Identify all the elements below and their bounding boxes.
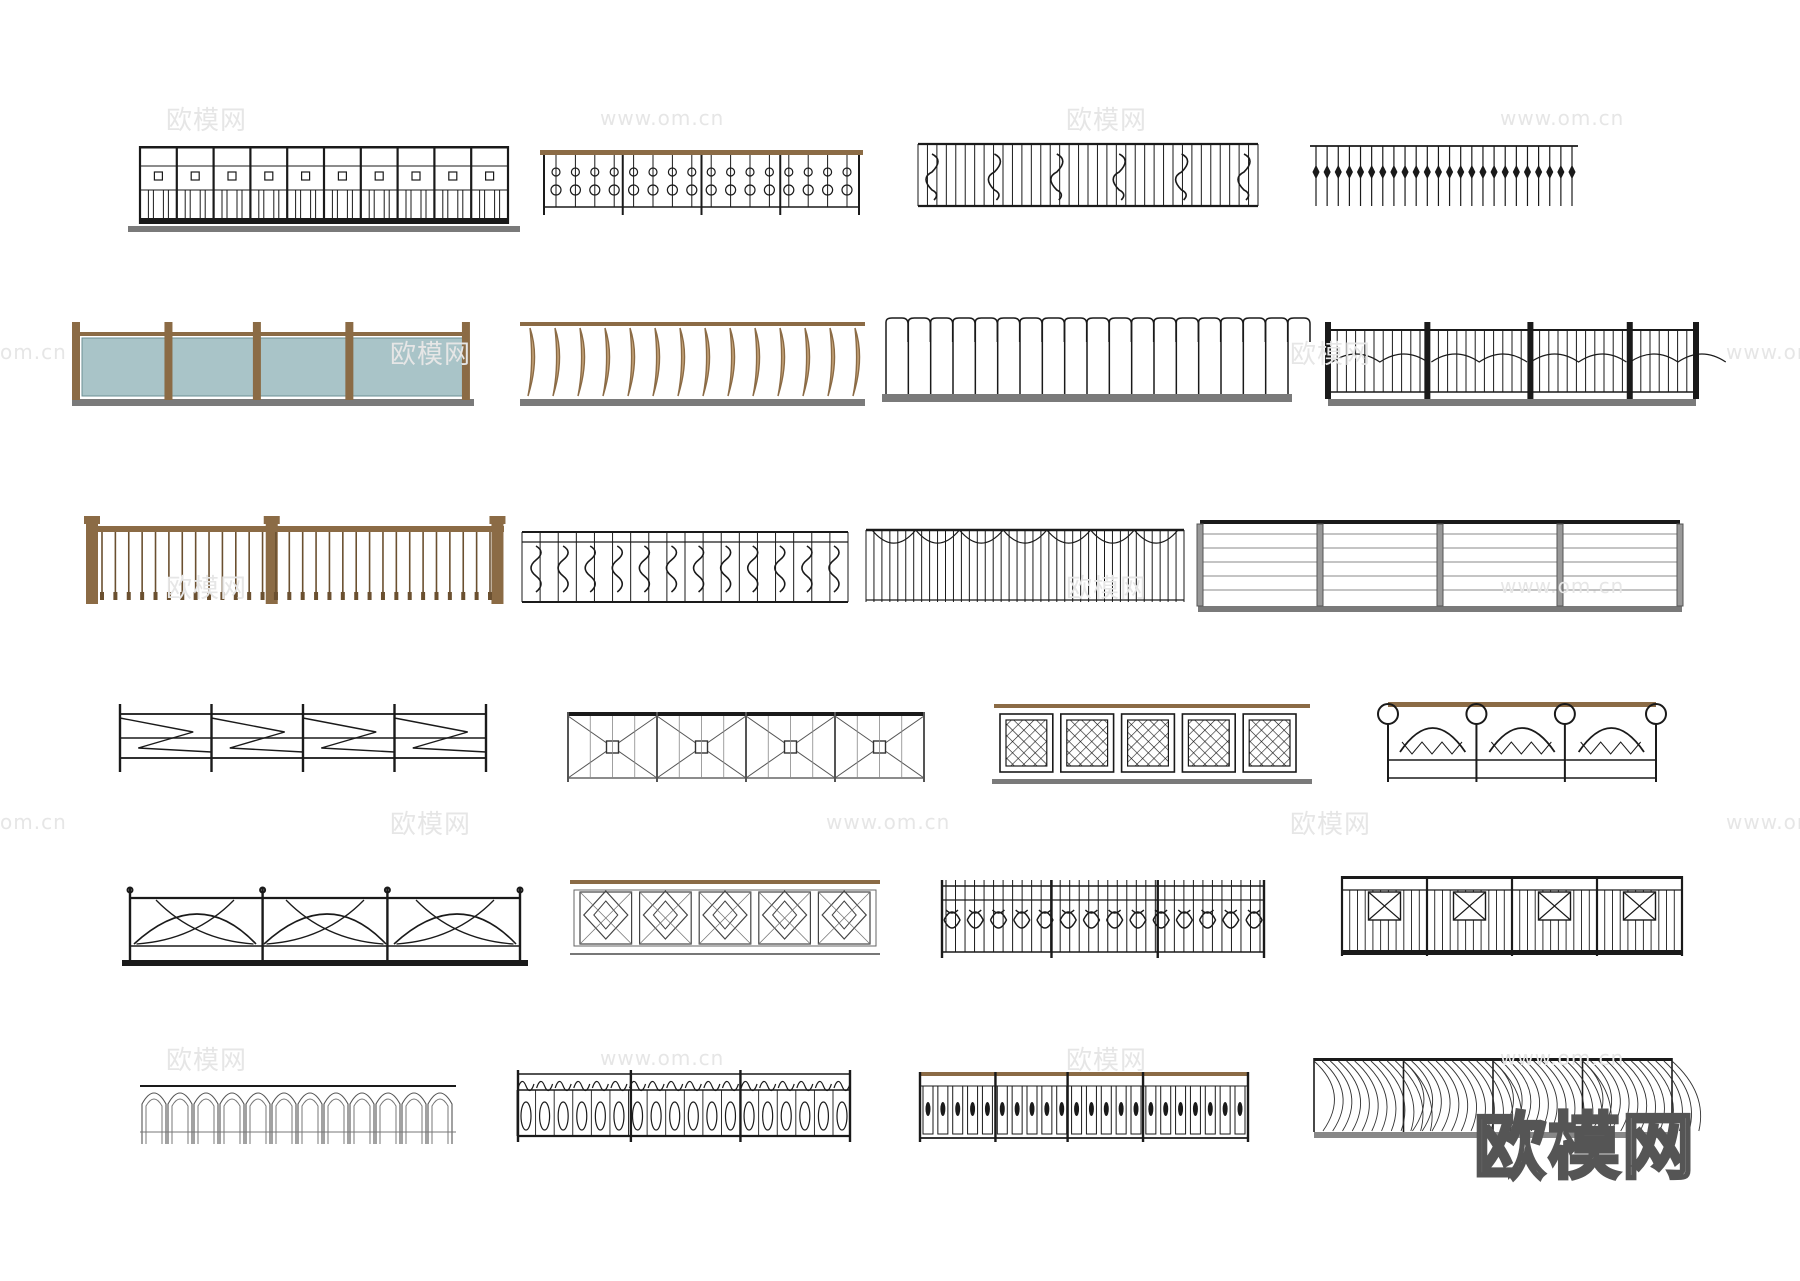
watermark: 欧模网 xyxy=(390,810,472,840)
watermark: 欧模网 xyxy=(166,1046,248,1076)
railing-diamond-grid xyxy=(570,880,880,955)
railing-wood-spindles xyxy=(84,516,506,604)
railing-u-loops xyxy=(140,1085,456,1144)
watermark: 欧模网 xyxy=(1066,574,1148,604)
watermark-url: www.om.cn xyxy=(1500,106,1625,130)
railing-zigzag-frame xyxy=(118,704,488,772)
watermark: 欧模网 xyxy=(166,106,248,136)
railing-balusters xyxy=(540,150,863,215)
watermark: 欧模网 xyxy=(1066,1046,1148,1076)
railing-fan-tops xyxy=(865,528,1185,602)
watermark-url: www.om.cn xyxy=(1726,810,1800,834)
watermark: 欧模网 xyxy=(1290,810,1372,840)
railing-swept-curves xyxy=(1313,1058,1702,1138)
watermark-url: www.om.cn xyxy=(1500,1046,1625,1070)
watermark-url: www.om.cn xyxy=(826,810,951,834)
watermark: 欧模网 xyxy=(1066,106,1148,136)
railing-diamond-cross xyxy=(567,712,925,782)
railing-curved-cross xyxy=(122,886,528,966)
railing-ornate-iron xyxy=(940,880,1266,958)
railing-scroll-ornament xyxy=(521,531,849,603)
watermark-url: om.cn xyxy=(0,340,67,364)
railing-hooked-bars xyxy=(882,317,1311,402)
railing-horizontal-rails xyxy=(1196,520,1684,612)
railing-scroll-top-ovals xyxy=(516,1070,852,1142)
railing-arched-pickets xyxy=(1325,322,1727,406)
railing-scroll-bars xyxy=(917,142,1259,208)
watermark-url: www.om.cn xyxy=(600,1046,725,1070)
railing-lattice-panels xyxy=(992,704,1312,784)
railing-round-arches xyxy=(1377,702,1667,782)
watermark-url: www.om.cn xyxy=(600,106,725,130)
watermark: 欧模网 xyxy=(1290,340,1372,370)
watermark-url: om.cn xyxy=(0,810,67,834)
watermark: 欧模网 xyxy=(166,574,248,604)
brand-logo: 欧模网 xyxy=(1472,1104,1697,1191)
railing-glass-panels xyxy=(72,322,474,406)
watermark: 欧模网 xyxy=(390,340,472,370)
railing-curved-wood xyxy=(520,322,865,406)
watermark-url: www.om.cn xyxy=(1500,574,1625,598)
railing-square-motif xyxy=(1340,876,1684,956)
railing-oval-cutouts xyxy=(918,1072,1250,1142)
railing-spear-pickets xyxy=(1310,145,1578,206)
watermark-url: www.om.cn xyxy=(1726,340,1800,364)
railing-grid-panels xyxy=(128,146,520,232)
